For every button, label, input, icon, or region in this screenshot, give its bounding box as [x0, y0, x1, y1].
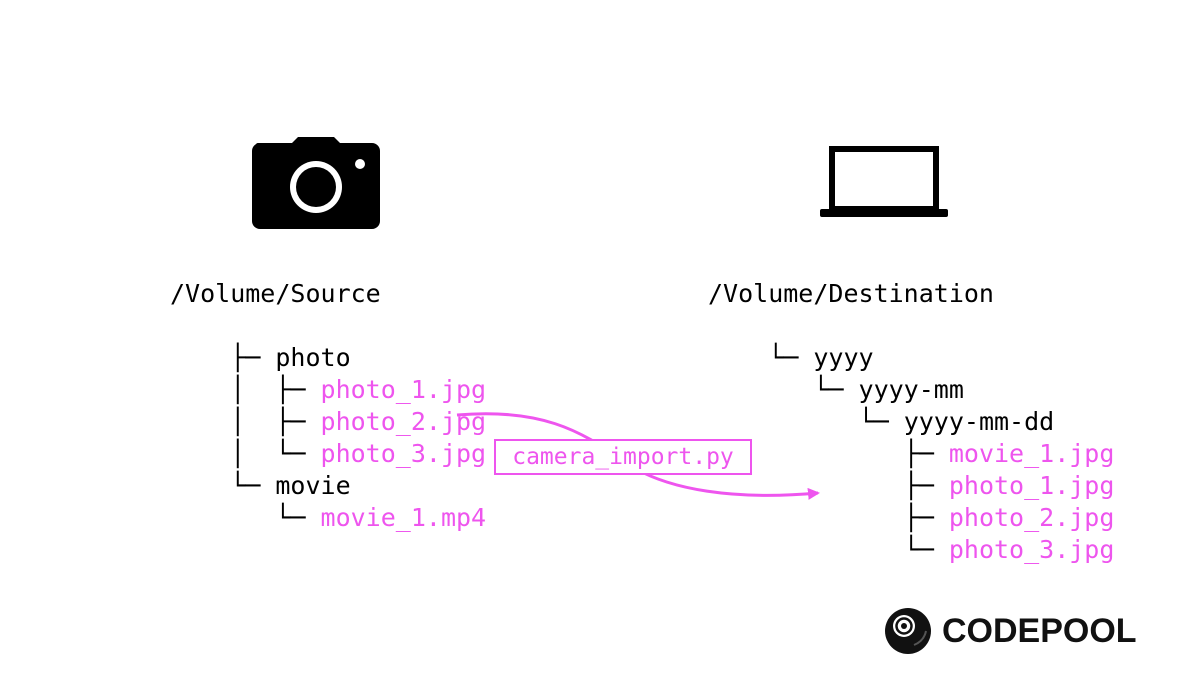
tree-connector: └─ [768, 535, 949, 564]
folder-label: yyyy [813, 343, 874, 372]
tree-item-file: ├─ photo_1.jpg [708, 438, 1115, 534]
tree-item-file: │ └─ photo_3.jpg [170, 406, 486, 502]
file-label: movie_1.mp4 [320, 503, 487, 532]
folder-label: yyyy-mm-dd [903, 407, 1055, 436]
tree-connector: ├─ [230, 343, 276, 372]
camera-icon [252, 137, 380, 229]
tree-item-file: └─ movie_1.mp4 [170, 470, 486, 566]
brand-logo: CODEPOOL [884, 605, 1137, 657]
script-label-box: camera_import.py [494, 439, 752, 475]
source-root-path: /Volume/Source [170, 279, 381, 308]
folder-label: photo [275, 343, 351, 372]
tree-connector: └─ [230, 471, 276, 500]
tree-connector: └─ [230, 503, 321, 532]
tree-connector: │ └─ [230, 439, 321, 468]
tree-connector: └─ [768, 375, 859, 404]
tree-item-folder-movie: └─ movie [170, 438, 351, 534]
tree-item-folder-yyyy-mm: └─ yyyy-mm [708, 342, 964, 438]
tree-connector: ├─ [768, 471, 949, 500]
tree-connector: └─ [768, 407, 904, 436]
file-label: photo_3.jpg [320, 439, 487, 468]
file-label: photo_2.jpg [948, 503, 1115, 532]
tree-connector: ├─ [768, 503, 949, 532]
tree-connector: └─ [768, 343, 814, 372]
tree-connector: │ ├─ [230, 375, 321, 404]
tree-connector: │ ├─ [230, 407, 321, 436]
tree-item-file: │ ├─ photo_1.jpg [170, 342, 486, 438]
folder-label: yyyy-mm [858, 375, 964, 404]
file-label: photo_3.jpg [948, 535, 1115, 564]
folder-label: movie [275, 471, 351, 500]
tree-item-file: │ ├─ photo_2.jpg [170, 374, 486, 470]
destination-root-path: /Volume/Destination [708, 279, 994, 308]
laptop-icon [820, 146, 948, 217]
tree-item-folder-photo: ├─ photo [170, 310, 351, 406]
tree-item-file: ├─ photo_2.jpg [708, 470, 1115, 566]
file-label: photo_1.jpg [948, 471, 1115, 500]
tree-connector: ├─ [768, 439, 949, 468]
file-label: photo_2.jpg [320, 407, 487, 436]
tree-item-folder-yyyy: └─ yyyy [708, 310, 874, 406]
file-label: photo_1.jpg [320, 375, 487, 404]
file-label: movie_1.jpg [948, 439, 1115, 468]
eight-ball-logo-icon [885, 608, 931, 654]
tree-item-file: ├─ movie_1.jpg [708, 406, 1115, 502]
tree-item-file: └─ photo_3.jpg [708, 502, 1115, 598]
brand-name: CODEPOOL [942, 611, 1137, 650]
tree-item-folder-yyyy-mm-dd: └─ yyyy-mm-dd [708, 374, 1055, 470]
